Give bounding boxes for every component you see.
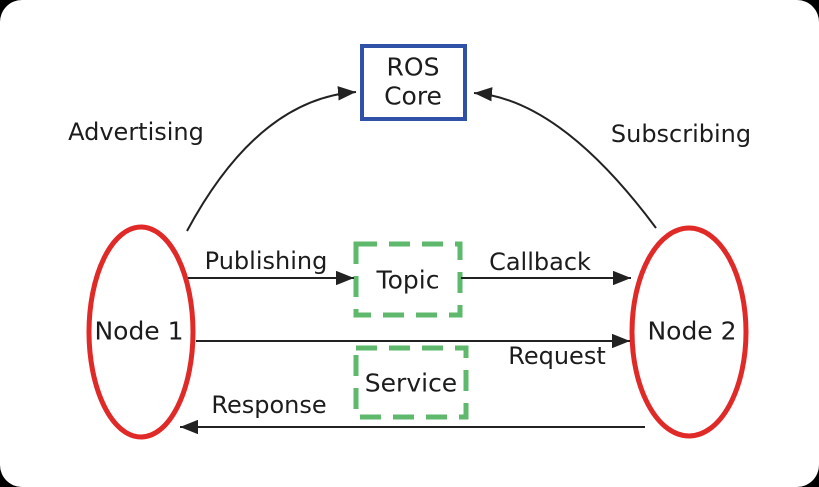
response-label: Response bbox=[211, 391, 327, 420]
node2-label: Node 2 bbox=[647, 316, 737, 346]
callback-label: Callback bbox=[489, 248, 591, 277]
node1-ellipse bbox=[86, 224, 196, 440]
service-label: Service bbox=[364, 368, 458, 398]
subscribing-arrow bbox=[473, 87, 657, 229]
ros-core-label: ROS Core bbox=[384, 52, 442, 111]
node2-ellipse bbox=[629, 225, 749, 439]
node1-label: Node 1 bbox=[94, 316, 184, 346]
advertising-label: Advertising bbox=[68, 118, 204, 147]
ros-core-label-line1: ROS bbox=[386, 52, 440, 82]
subscribing-label: Subscribing bbox=[610, 120, 752, 149]
service-box bbox=[353, 345, 469, 420]
topic-box bbox=[353, 241, 463, 318]
topic-label: Topic bbox=[376, 265, 440, 295]
ros-core-label-line2: Core bbox=[384, 81, 442, 110]
request-label: Request bbox=[508, 342, 606, 371]
publishing-label: Publishing bbox=[204, 247, 328, 276]
advertising-arrow bbox=[186, 86, 357, 232]
ros-core-box bbox=[360, 44, 467, 121]
